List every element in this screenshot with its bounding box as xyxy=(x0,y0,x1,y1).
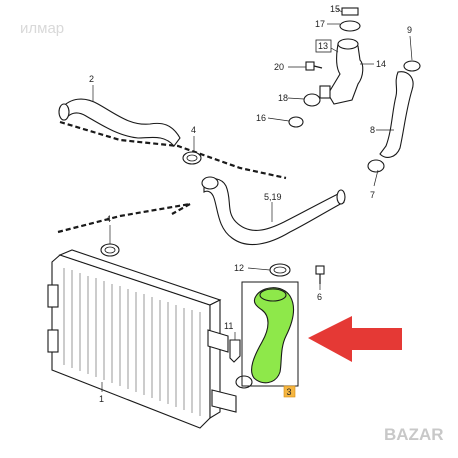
intercooler xyxy=(47,249,237,429)
hose-8 xyxy=(379,71,414,158)
charge-air-pipe-outlet xyxy=(336,189,346,205)
watermark-text: илмар xyxy=(20,20,64,37)
callout-7: 7 xyxy=(370,190,375,200)
callout-14: 14 xyxy=(376,59,386,69)
hose-clamp xyxy=(100,243,120,257)
callout-6: 6 xyxy=(317,292,322,302)
callout-9: 9 xyxy=(407,25,412,35)
callout-8: 8 xyxy=(370,125,375,135)
callout-4: 4 xyxy=(106,214,111,224)
seal-ring xyxy=(339,20,361,32)
callout-5-19: 5,19 xyxy=(264,192,282,202)
hose-clamp xyxy=(182,151,202,165)
bracket xyxy=(229,339,241,363)
callout-2: 2 xyxy=(89,74,94,84)
right-dashed-guide xyxy=(171,203,191,215)
callout-15: 15 xyxy=(330,4,340,14)
hose-2-end xyxy=(58,103,70,121)
bolt xyxy=(305,61,323,71)
turbo-outlet-assembly xyxy=(319,38,364,105)
upper-dashed-guide xyxy=(59,120,287,180)
callout-3: 3 xyxy=(287,387,292,397)
hose-clamp xyxy=(403,60,421,72)
callout-12: 12 xyxy=(234,263,244,273)
bolt xyxy=(315,265,325,284)
callout-18: 18 xyxy=(278,93,288,103)
callout-4: 4 xyxy=(191,125,196,135)
hose-3-end xyxy=(259,288,287,302)
hose-clamp xyxy=(235,375,253,389)
retaining-clip xyxy=(341,7,359,16)
callout-17: 17 xyxy=(315,19,325,29)
watermark-logo: BAZAR xyxy=(384,425,444,444)
callout-box-13 xyxy=(315,39,332,53)
charge-air-pipe xyxy=(203,177,345,245)
hose-2 xyxy=(61,98,181,147)
hose-clamp xyxy=(288,116,304,128)
leader-lines xyxy=(92,8,413,392)
callout-13: 13 xyxy=(318,41,328,51)
lower-dashed-guide xyxy=(57,202,191,234)
hose-clamp xyxy=(269,263,291,277)
red-pointer-arrow xyxy=(308,316,402,362)
seal-ring xyxy=(303,93,321,107)
callout-16: 16 xyxy=(256,113,266,123)
hose-clamp xyxy=(367,159,385,173)
charge-air-pipe-inlet xyxy=(201,176,219,190)
hose-3-frame xyxy=(241,281,299,387)
callout-20: 20 xyxy=(274,62,284,72)
callout-badge-3 xyxy=(283,385,296,398)
hose-3-highlighted xyxy=(251,287,295,384)
callout-1: 1 xyxy=(99,394,104,404)
callout-11: 11 xyxy=(224,321,233,331)
